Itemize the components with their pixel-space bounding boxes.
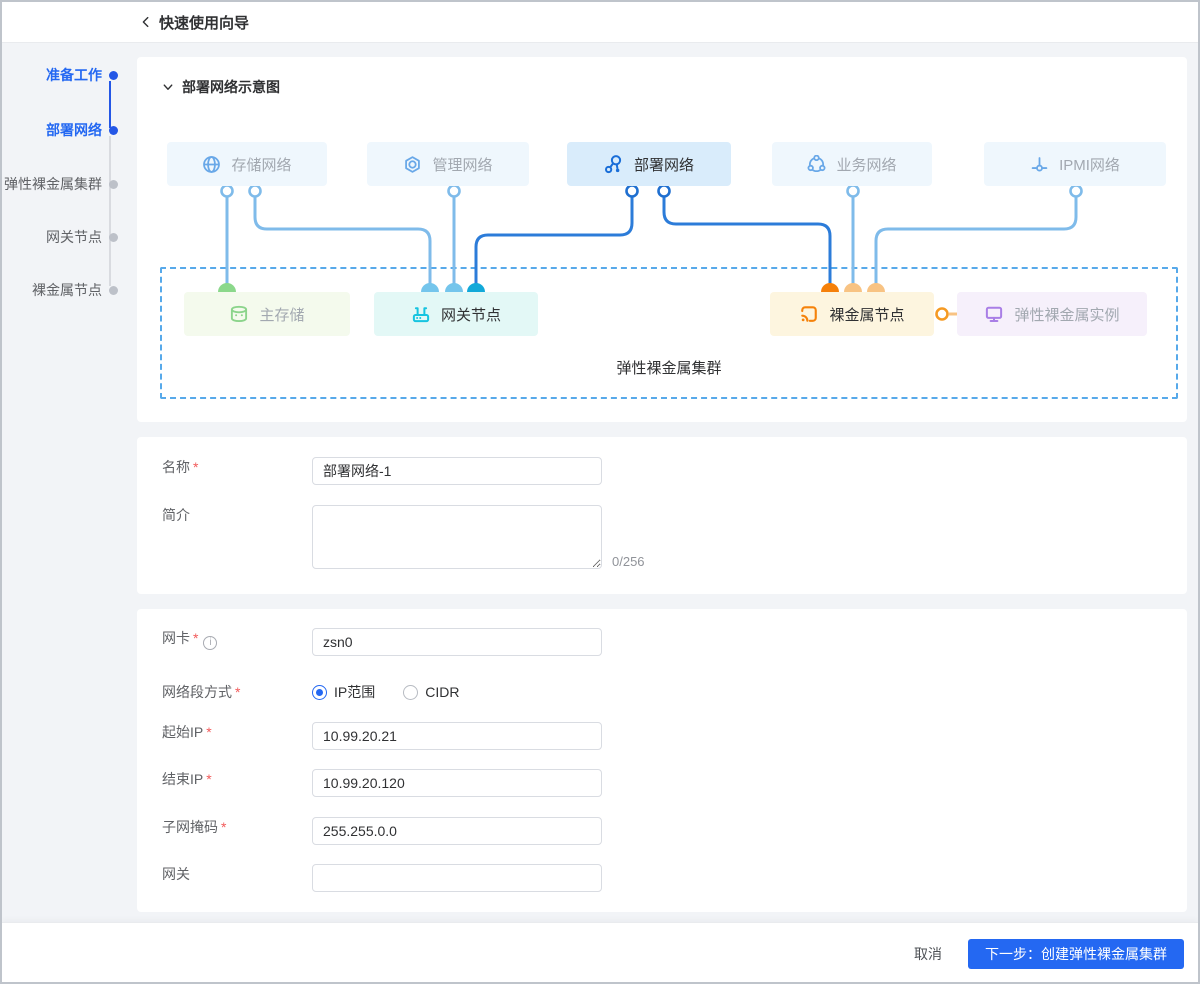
start-ip-input[interactable] (312, 722, 602, 750)
end-ip-label: 结束IP* (162, 771, 212, 787)
wizard-footer: 取消 下一步：创建弹性裸金属集群 (2, 922, 1198, 982)
cast-icon (801, 306, 818, 322)
netmask-label: 子网掩码* (162, 819, 227, 835)
node-gateway[interactable]: 网关节点 (374, 292, 538, 336)
segment-mode-label: 网络段方式* (162, 684, 241, 700)
node-primary-storage[interactable]: 主存储 (184, 292, 350, 336)
share-icon (604, 155, 622, 174)
radio-cidr[interactable]: CIDR (403, 684, 459, 700)
node-baremetal[interactable]: 裸金属节点 (770, 292, 934, 336)
gateway-label: 网关 (162, 866, 190, 882)
nic-input[interactable] (312, 628, 602, 656)
step-dot (109, 179, 118, 189)
node-storage-network[interactable]: 存储网络 (167, 142, 327, 186)
node-ipmi-network[interactable]: IPMI网络 (984, 142, 1166, 186)
description-textarea[interactable] (312, 505, 602, 569)
node-business-network[interactable]: 业务网络 (772, 142, 932, 186)
database-icon (231, 305, 248, 323)
cluster-icon (808, 154, 826, 172)
chevron-down-icon (163, 84, 173, 90)
name-input[interactable] (312, 457, 602, 485)
basic-info-panel: 名称* 简介 0/256 (137, 437, 1187, 594)
next-step-button[interactable]: 下一步：创建弹性裸金属集群 (968, 938, 1184, 969)
name-label: 名称* (162, 459, 199, 475)
back-button[interactable] (135, 11, 157, 33)
monitor-icon (986, 306, 1003, 323)
step-item-gateway-node[interactable]: 网关节点 (46, 227, 118, 247)
elastic-cluster-label: 弹性裸金属集群 (616, 360, 722, 377)
page-title: 快速使用向导 (159, 14, 250, 32)
node-deploy-network[interactable]: 部署网络 (567, 142, 731, 186)
elastic-cluster-boundary: 弹性裸金属集群 (160, 267, 1178, 399)
radio-dot (312, 684, 327, 700)
radio-dot (403, 684, 419, 700)
step-dot (109, 70, 118, 80)
description-label: 简介 (162, 507, 190, 523)
chevron-left-icon (142, 16, 149, 28)
netmask-input[interactable] (312, 817, 602, 845)
info-icon[interactable]: i (203, 636, 218, 650)
gateway-input[interactable] (312, 864, 602, 892)
step-item-deploy-network[interactable]: 部署网络 (46, 120, 118, 140)
step-dot (109, 125, 118, 135)
router-icon (412, 307, 430, 323)
step-item-elastic-cluster[interactable]: 弹性裸金属集群 (4, 174, 118, 194)
step-dot (109, 232, 118, 242)
node-management-network[interactable]: 管理网络 (367, 142, 529, 186)
step-item-prepare[interactable]: 准备工作 (46, 65, 118, 85)
network-config-panel: 网卡*i 网络段方式* IP范围 CIDR 起始IP* 结束IP* 子网掩码* … (137, 609, 1187, 912)
node-elastic-instance[interactable]: 弹性裸金属实例 (957, 292, 1147, 336)
end-ip-input[interactable] (312, 769, 602, 797)
cancel-button[interactable]: 取消 (914, 945, 942, 962)
gear-icon (405, 155, 421, 173)
step-nav: 准备工作 部署网络 弹性裸金属集群 网关节点 裸金属节点 (2, 57, 124, 317)
step-item-baremetal-node[interactable]: 裸金属节点 (32, 280, 118, 300)
segment-mode-group: IP范围 CIDR (312, 677, 459, 702)
deploy-network-diagram-panel: 部署网络示意图 弹性裸金属集群 (137, 57, 1187, 422)
network-connectors (218, 184, 1083, 321)
ipmi-icon (1031, 156, 1048, 171)
radio-ip-range[interactable]: IP范围 (312, 682, 375, 702)
step-dot (109, 285, 118, 295)
nic-label: 网卡*i (162, 623, 218, 650)
globe-icon (203, 155, 221, 173)
step-connector-active (109, 81, 111, 128)
diagram-section-title: 部署网络示意图 (182, 79, 280, 95)
header: 快速使用向导 (2, 2, 1198, 43)
char-counter: 0/256 (612, 554, 645, 569)
diagram-collapse-toggle[interactable]: 部署网络示意图 (162, 77, 280, 97)
step-connector (109, 136, 111, 286)
start-ip-label: 起始IP* (162, 724, 212, 740)
